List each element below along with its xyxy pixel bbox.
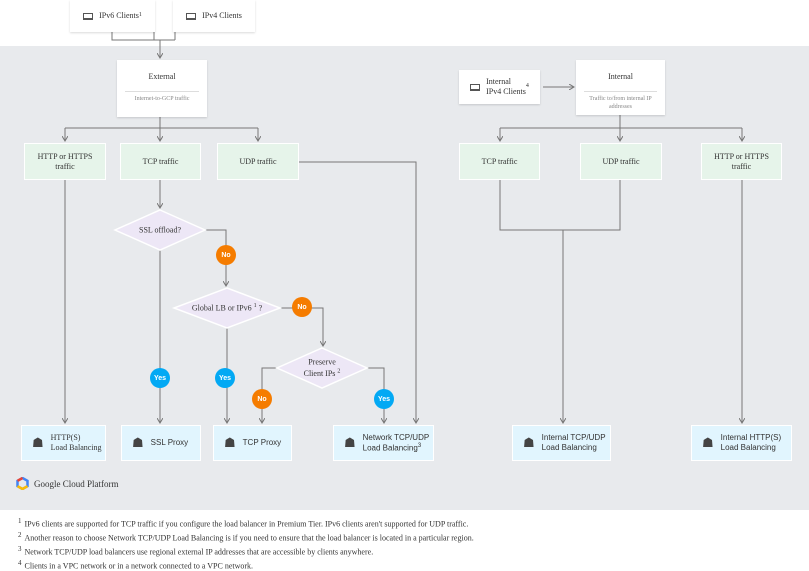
product-tcp-proxy: ☗ TCP Proxy bbox=[213, 425, 292, 461]
label: Load Balancing bbox=[362, 443, 418, 453]
global-lb-label: Global LB or IPv6 1 ? bbox=[192, 302, 262, 314]
yes-badge: Yes bbox=[150, 368, 170, 388]
label: Load Balancing bbox=[50, 443, 102, 452]
load-balancer-icon: ☗ bbox=[224, 434, 236, 450]
footnote-number: 1 bbox=[18, 517, 22, 525]
subtitle: Internet-to-GCP traffic bbox=[134, 96, 190, 102]
load-balancer-icon: ☗ bbox=[523, 434, 535, 450]
int-udp-traffic: UDP traffic bbox=[580, 143, 662, 180]
laptop-icon bbox=[186, 12, 197, 20]
decision-preserve-ip bbox=[275, 347, 369, 389]
ext-http-traffic: HTTP or HTTPS traffic bbox=[24, 143, 106, 180]
label: Global LB or IPv6 bbox=[191, 303, 252, 313]
title: External bbox=[148, 72, 176, 81]
label: Internal HTTP(S) bbox=[720, 433, 782, 442]
laptop-icon bbox=[83, 12, 94, 20]
label: TCP Proxy bbox=[242, 438, 282, 447]
label: IPv6 Clients bbox=[99, 11, 139, 20]
int-tcp-traffic: TCP traffic bbox=[459, 143, 540, 180]
product-https-lb: ☗ HTTP(S)Load Balancing bbox=[21, 425, 106, 461]
gcp-logo-icon bbox=[16, 477, 29, 490]
label: Preserve bbox=[308, 357, 336, 367]
int-http-traffic: HTTP or HTTPS traffic bbox=[701, 143, 782, 180]
footnote-ref: 1 bbox=[253, 303, 257, 310]
footnote-text: IPv6 clients are supported for TCP traff… bbox=[24, 519, 469, 529]
ext-udp-traffic: UDP traffic bbox=[217, 143, 299, 180]
label: HTTP(S) bbox=[50, 433, 81, 442]
load-balancer-icon: ☗ bbox=[344, 434, 356, 450]
decision-ssl-offload bbox=[113, 209, 207, 251]
no-badge: No bbox=[216, 245, 236, 265]
footnote-text: Network TCP/UDP load balancers use regio… bbox=[24, 547, 374, 557]
footnote-ref: 3 bbox=[417, 442, 422, 449]
yes-badge: Yes bbox=[374, 389, 394, 409]
subtitle: Traffic to/from internal IP addresses bbox=[589, 96, 652, 110]
yes-badge: Yes bbox=[215, 368, 235, 388]
no-badge: No bbox=[292, 297, 312, 317]
label: Network TCP/UDP bbox=[362, 432, 430, 442]
footnote-ref: 1 bbox=[138, 12, 142, 19]
product-internal-https-lb: ☗ Internal HTTP(S)Load Balancing bbox=[691, 425, 792, 461]
no-badge: No bbox=[252, 389, 272, 409]
ipv4-clients-box: IPv4 Clients bbox=[173, 0, 255, 32]
label: SSL Proxy bbox=[150, 438, 189, 447]
footnote-text: Clients in a VPC network or in a network… bbox=[24, 561, 254, 571]
footnote-ref: 2 bbox=[337, 368, 341, 375]
footnote-ref: 4 bbox=[525, 83, 529, 90]
product-ssl-proxy: ☗ SSL Proxy bbox=[121, 425, 201, 461]
load-balancer-icon: ☗ bbox=[32, 434, 44, 450]
label: Load Balancing bbox=[541, 443, 597, 452]
load-balancer-icon: ☗ bbox=[132, 434, 144, 450]
label: IPv4 Clients bbox=[486, 87, 526, 96]
label: Internal bbox=[486, 77, 511, 86]
footnote-number: 4 bbox=[18, 559, 22, 567]
label: Client IPs bbox=[303, 369, 336, 379]
decision-global-lb bbox=[171, 287, 283, 329]
title: Internal bbox=[608, 72, 633, 81]
footnote-number: 2 bbox=[18, 531, 22, 539]
ssl-offload-label: SSL offload? bbox=[139, 225, 181, 235]
label: ? bbox=[258, 303, 263, 313]
brand-name: Google Cloud Platform bbox=[34, 478, 119, 489]
label: Internal TCP/UDP bbox=[541, 433, 606, 442]
laptop-icon bbox=[470, 83, 481, 91]
load-balancer-icon: ☗ bbox=[702, 434, 714, 450]
footnote-text: Another reason to choose Network TCP/UDP… bbox=[24, 533, 474, 543]
label: IPv4 Clients bbox=[202, 11, 242, 20]
ext-tcp-traffic: TCP traffic bbox=[120, 143, 201, 180]
label: Load Balancing bbox=[720, 443, 776, 452]
footnote-number: 3 bbox=[18, 545, 22, 553]
gcp-brand: Google Cloud Platform bbox=[16, 477, 119, 490]
